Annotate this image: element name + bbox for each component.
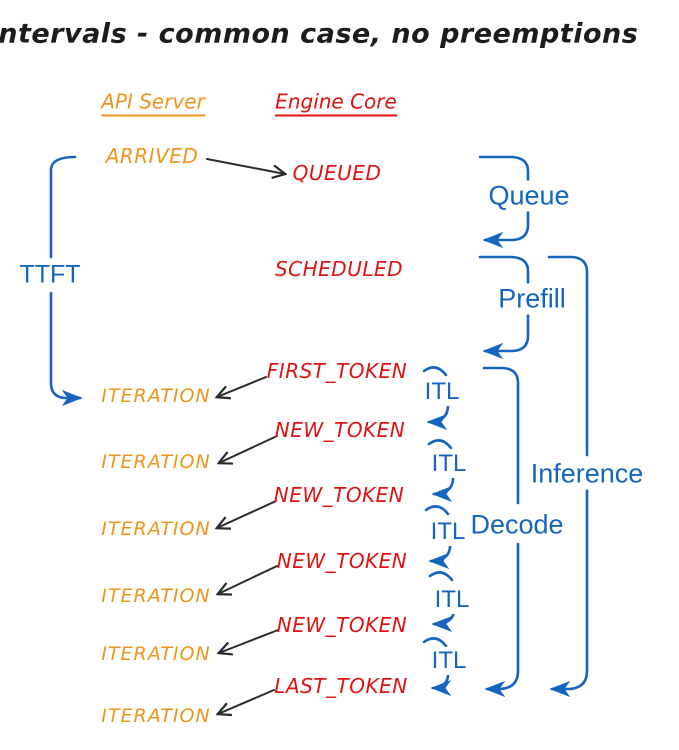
column-header-api-server: API Server xyxy=(101,90,205,117)
itl-hook-5 xyxy=(422,637,448,648)
inference-bracket xyxy=(549,255,589,689)
interval-label-prefill: Prefill xyxy=(496,283,568,315)
event-scheduled: SCHEDULED xyxy=(274,257,404,281)
itl-arrow-3 xyxy=(428,542,452,570)
event-queued: QUEUED xyxy=(292,161,382,185)
interval-label-queue: Queue xyxy=(486,180,572,212)
decode-bracket xyxy=(484,366,520,689)
interval-label-itl-2: ITL xyxy=(429,450,469,478)
event-new-token-2: NEW_TOKEN xyxy=(273,483,405,507)
itl-hook-1 xyxy=(422,366,448,377)
firsttoken-to-iteration-arrow xyxy=(217,376,267,397)
column-header-engine-core: Engine Core xyxy=(275,90,397,117)
ttft-bracket xyxy=(49,155,80,398)
event-iteration-4: ITERATION xyxy=(101,585,211,607)
interval-label-ttft: TTFT xyxy=(17,260,83,290)
diagram-title: Intervals - common case, no preemptions xyxy=(0,18,639,50)
event-iteration-2: ITERATION xyxy=(101,451,211,473)
interval-label-itl-5: ITL xyxy=(429,647,469,675)
itl-arrow-1 xyxy=(426,401,450,431)
event-new-token-4: NEW_TOKEN xyxy=(276,613,408,637)
newtoken1-to-iteration-arrow xyxy=(219,435,278,463)
event-first-token: FIRST_TOKEN xyxy=(266,359,408,383)
arrived-to-queued-arrow xyxy=(206,158,285,174)
interval-label-itl-1: ITL xyxy=(422,378,462,406)
newtoken4-to-iteration-arrow xyxy=(219,629,279,653)
itl-hook-2 xyxy=(427,439,453,450)
event-iteration-6: ITERATION xyxy=(101,705,211,727)
lasttoken-to-iteration-arrow xyxy=(218,689,275,714)
interval-label-itl-3: ITL xyxy=(428,518,468,546)
prefill-bracket xyxy=(480,255,530,351)
interval-label-decode: Decode xyxy=(468,509,566,541)
event-arrived: ARRIVED xyxy=(105,144,199,168)
interval-label-inference: Inference xyxy=(528,458,646,490)
itl-hook-3 xyxy=(424,505,450,516)
event-iteration-5: ITERATION xyxy=(101,643,211,665)
itl-hook-4 xyxy=(428,571,454,582)
newtoken2-to-iteration-arrow xyxy=(217,500,277,528)
queue-bracket xyxy=(480,155,530,240)
event-new-token-3: NEW_TOKEN xyxy=(276,549,408,573)
event-iteration-3: ITERATION xyxy=(101,518,211,540)
interval-label-itl-4: ITL xyxy=(432,586,472,614)
event-last-token: LAST_TOKEN xyxy=(274,674,408,698)
event-new-token-1: NEW_TOKEN xyxy=(274,418,406,442)
event-iteration-1: ITERATION xyxy=(101,385,211,407)
itl-arrow-2 xyxy=(431,474,455,503)
newtoken3-to-iteration-arrow xyxy=(218,565,278,594)
